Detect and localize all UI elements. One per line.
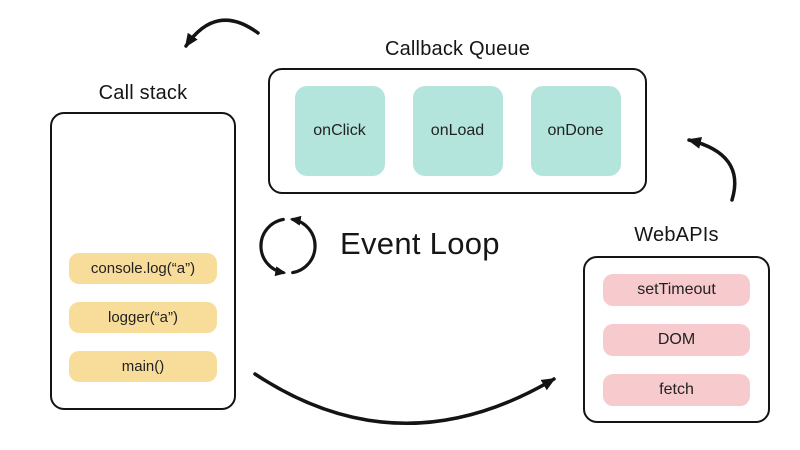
callback-queue-item: onClick xyxy=(294,86,385,176)
web-apis-item: DOM xyxy=(603,323,750,356)
callback-queue-title: Callback Queue xyxy=(384,38,531,60)
call-stack-item: logger(“a”) xyxy=(69,302,217,333)
call-stack-box: console.log(“a”) logger(“a”) main() xyxy=(50,112,236,410)
arrow-stack-to-webapis xyxy=(253,372,556,426)
call-stack-item: main() xyxy=(69,351,217,382)
web-apis-item: fetch xyxy=(603,373,750,406)
arrow-queue-to-stack xyxy=(184,18,260,48)
callback-queue-item: onLoad xyxy=(412,86,503,176)
web-apis-item: setTimeout xyxy=(603,273,750,306)
call-stack-title: Call stack xyxy=(98,82,188,104)
web-apis-title: WebAPIs xyxy=(634,224,719,246)
call-stack-item: console.log(“a”) xyxy=(69,253,217,284)
callback-queue-box: onClick onLoad onDone xyxy=(268,68,647,194)
arrow-webapis-to-queue xyxy=(687,137,737,202)
callback-queue-item: onDone xyxy=(530,86,621,176)
event-loop-icon xyxy=(259,215,317,277)
event-loop-label: Event Loop xyxy=(340,226,500,261)
web-apis-box: setTimeout DOM fetch xyxy=(583,256,770,423)
